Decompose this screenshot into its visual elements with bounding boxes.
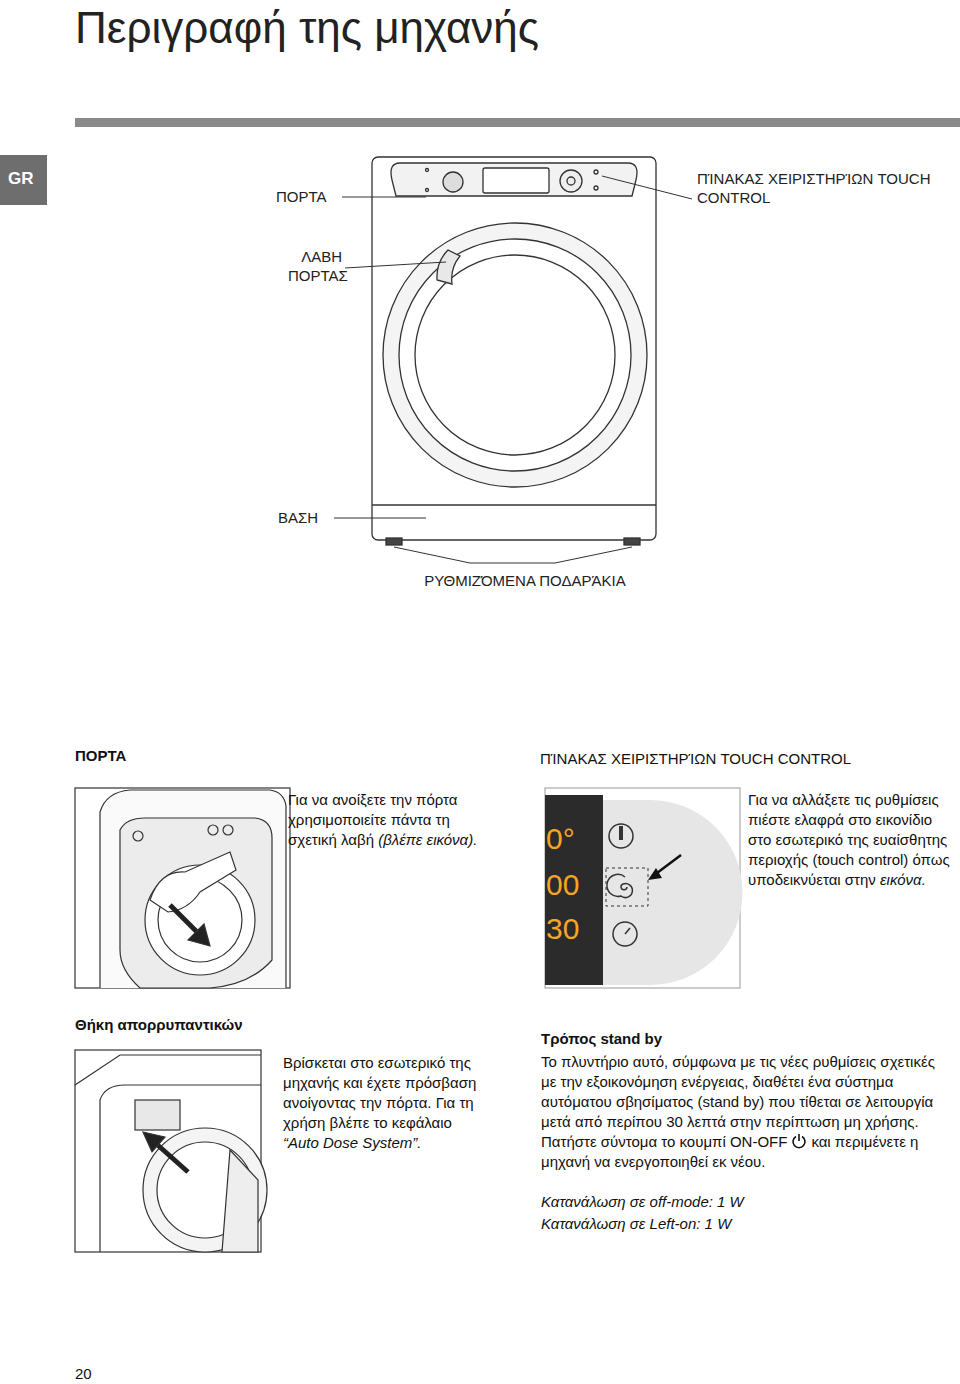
page-number: 20 [75,1365,92,1384]
consumption-note: Κατανάλωση σε off-mode: 1 W [541,1193,744,1212]
part-label: ΒΑΣΗ [278,509,318,528]
part-label: ΠΟΡΤΑ [276,188,327,207]
detergent-drawer-picture [75,1050,267,1252]
display-digits: 0° [546,820,575,858]
body-text: (βλέπε εικόνα). [378,831,477,848]
part-label: ΡΥΘΜΙΖΌΜΕΝΑ ΠΟΔΑΡΆΚΙΑ [390,572,660,591]
section-heading: ΠΟΡΤΑ [75,747,126,766]
body-text: εικόνα. [880,871,926,888]
page-title: Περιγραφή της μηχανής [75,2,539,54]
part-label: ΛΑΒΗ ΠΟΡΤΑΣ [288,248,342,286]
power-icon [791,1133,807,1149]
body-paragraph: Το πλυντήριο αυτό, σύμφωνα με τις νέες ρ… [541,1052,946,1172]
washing-machine [372,157,656,545]
body-paragraph: Για να ανοίξετε την πόρτα χρησιμοποιείτε… [288,790,488,850]
body-text: “Auto Dose System”. [283,1134,421,1151]
body-text: Βρίσκεται στο εσωτερικό της μηχανής και … [283,1054,476,1131]
display-digits: 00 [546,866,579,904]
language-code: GR [8,168,34,189]
part-label: ΠΊΝΑΚΑΣ ΧΕΙΡΙΣΤΗΡΊΩΝ TOUCH CONTROL [697,170,937,208]
section-heading: ΠΊΝΑΚΑΣ ΧΕΙΡΙΣΤΗΡΊΩΝ TOUCH CONTROL [540,750,851,769]
language-tab [0,155,47,205]
body-paragraph: Βρίσκεται στο εσωτερικό της μηχανής και … [283,1053,488,1153]
body-paragraph: Για να αλλάξετε τις ρυθμίσεις πιέστε ελα… [748,790,954,890]
touch-control-picture [545,788,743,988]
door-picture [75,788,290,988]
display-digits: 30 [546,910,579,948]
section-heading: Τρόπος stand by [541,1030,662,1049]
section-heading: Θήκη απορρυπαντικών [75,1016,243,1035]
leader-lines [334,176,692,563]
header-bar [75,118,960,127]
consumption-note: Κατανάλωση σε Left-on: 1 W [541,1215,731,1234]
